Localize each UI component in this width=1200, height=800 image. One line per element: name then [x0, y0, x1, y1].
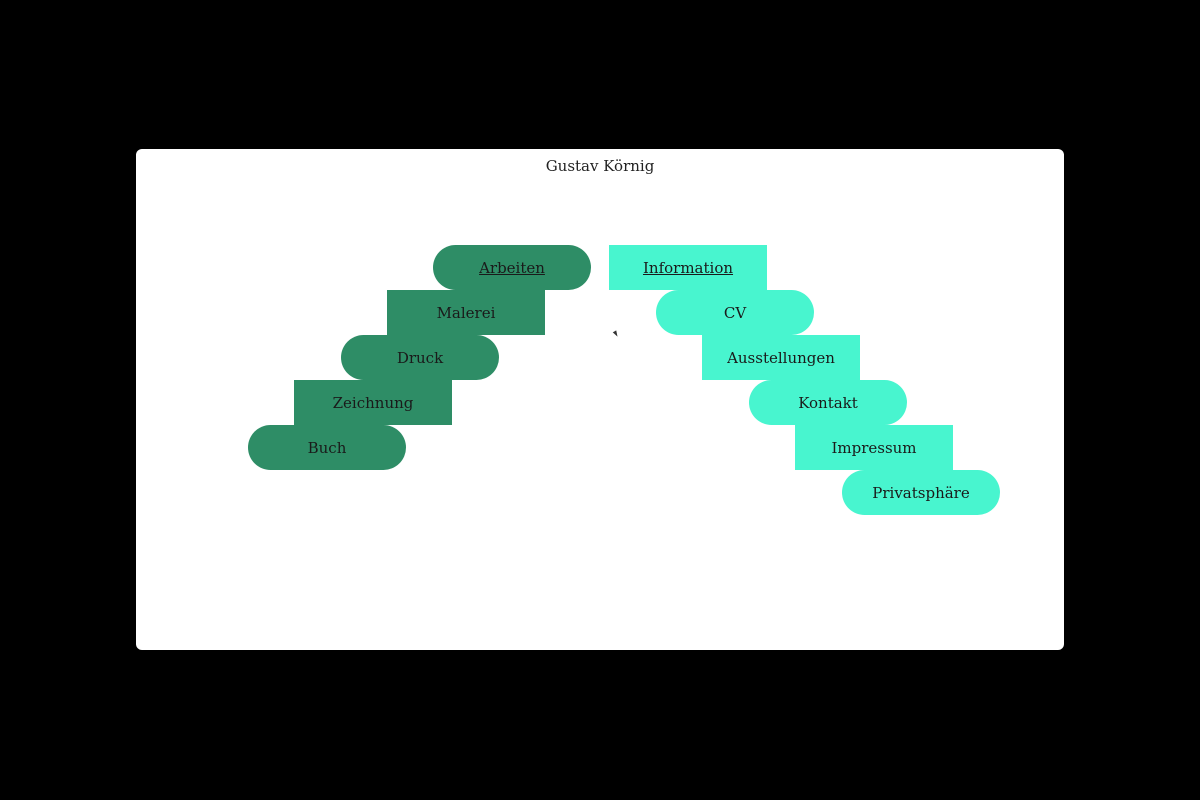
- nav-ausstellungen-label: Ausstellungen: [727, 348, 835, 367]
- nav-buch[interactable]: Buch: [248, 425, 406, 470]
- nav-druck[interactable]: Druck: [341, 335, 499, 380]
- nav-kontakt[interactable]: Kontakt: [749, 380, 907, 425]
- nav-ausstellungen[interactable]: Ausstellungen: [702, 335, 860, 380]
- site-title[interactable]: Gustav Körnig: [545, 157, 655, 175]
- nav-arbeiten-label: Arbeiten: [479, 258, 545, 277]
- nav-impressum-label: Impressum: [831, 438, 917, 457]
- nav-buch-label: Buch: [307, 438, 347, 457]
- nav-cv[interactable]: CV: [656, 290, 814, 335]
- nav-malerei[interactable]: Malerei: [387, 290, 545, 335]
- nav-privatsphaere-label: Privatsphäre: [872, 483, 970, 502]
- mouse-cursor-icon: [612, 330, 620, 338]
- nav-zeichnung-label: Zeichnung: [332, 393, 414, 412]
- site-window: Gustav Körnig Arbeiten Malerei Druck Zei…: [136, 149, 1064, 650]
- nav-zeichnung[interactable]: Zeichnung: [294, 380, 452, 425]
- nav-privatsphaere[interactable]: Privatsphäre: [842, 470, 1000, 515]
- nav-kontakt-label: Kontakt: [798, 393, 858, 412]
- nav-druck-label: Druck: [396, 348, 444, 367]
- nav-impressum[interactable]: Impressum: [795, 425, 953, 470]
- nav-arbeiten[interactable]: Arbeiten: [433, 245, 591, 290]
- nav-information-label: Information: [642, 258, 734, 277]
- nav-malerei-label: Malerei: [436, 303, 496, 322]
- nav-information[interactable]: Information: [609, 245, 767, 290]
- nav-cv-label: CV: [723, 303, 747, 322]
